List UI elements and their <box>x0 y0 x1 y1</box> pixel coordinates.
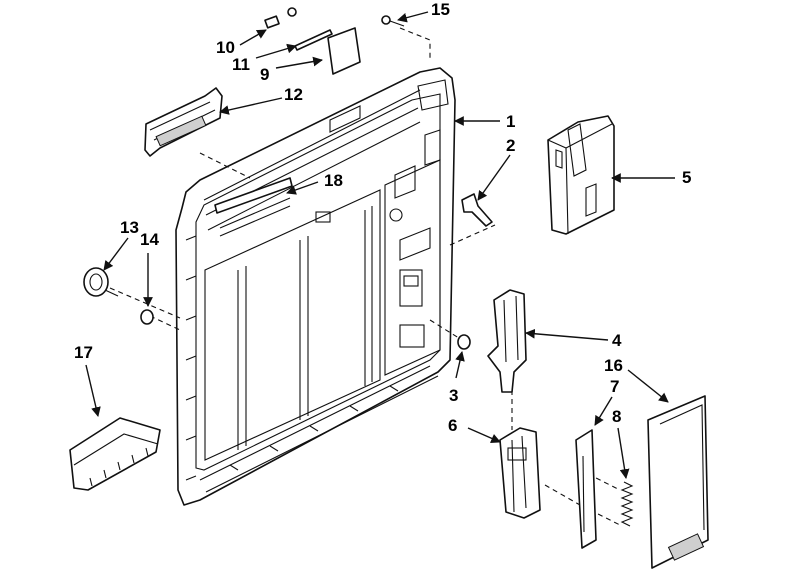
callout-7: 7 <box>610 377 619 396</box>
callout-labels: 1 2 3 4 5 6 7 8 9 10 11 12 13 14 15 16 1… <box>74 0 691 435</box>
callout-3: 3 <box>449 386 458 405</box>
callout-13: 13 <box>120 218 139 237</box>
part-12-handle <box>144 87 223 157</box>
callout-10: 10 <box>216 38 235 57</box>
part-2-bracket <box>461 193 493 227</box>
part-10-clip <box>264 7 297 29</box>
callout-2: 2 <box>506 136 515 155</box>
callout-12: 12 <box>284 85 303 104</box>
part-13-knob <box>83 267 119 297</box>
part-16-cover <box>647 395 709 569</box>
part-4-latch <box>487 289 527 393</box>
part-3-nut <box>457 334 471 350</box>
callout-15: 15 <box>431 0 450 19</box>
door-panel <box>175 67 456 506</box>
callout-17: 17 <box>74 343 93 362</box>
callout-14: 14 <box>140 230 159 249</box>
part-17-block <box>69 417 161 491</box>
part-7-slider <box>575 429 597 549</box>
part-15-screw <box>381 15 405 27</box>
part-11-rod <box>294 29 333 51</box>
callout-16: 16 <box>604 356 623 375</box>
assembly-lines <box>109 27 621 526</box>
part-5-housing <box>547 115 615 235</box>
callout-11: 11 <box>232 55 250 74</box>
callout-18: 18 <box>324 171 343 190</box>
leader-lines <box>85 11 675 479</box>
part-14-washer <box>140 309 154 325</box>
callout-5: 5 <box>682 168 691 187</box>
callout-4: 4 <box>612 331 622 350</box>
callout-9: 9 <box>260 65 269 84</box>
callout-8: 8 <box>612 407 621 426</box>
callout-1: 1 <box>506 112 515 131</box>
part-8-spring <box>620 481 634 527</box>
callout-6: 6 <box>448 416 457 435</box>
part-6-base <box>499 427 541 519</box>
part-9-plate <box>327 27 361 75</box>
